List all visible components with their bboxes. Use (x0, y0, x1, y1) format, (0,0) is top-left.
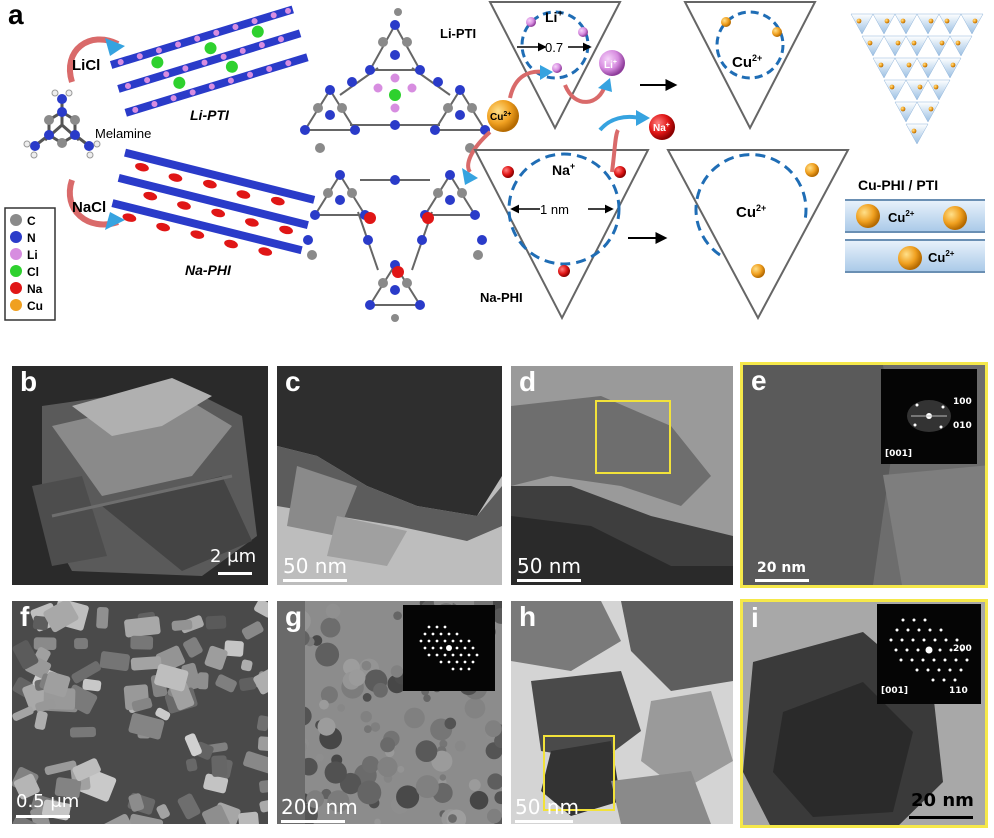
scale-bar-g (281, 820, 345, 823)
li-pti-layers (109, 5, 309, 117)
svg-text:Cu2+: Cu2+ (928, 249, 955, 265)
cu-ion-ball (487, 100, 519, 132)
legend-swatch-n (10, 231, 22, 243)
zoom-region-h (543, 735, 615, 811)
panel-b-sem: b 2 μm (12, 366, 268, 585)
panel-label-e: e (751, 365, 767, 396)
synthesis-scheme: a Melamine LiCl NaCl (4, 0, 985, 322)
svg-text:Na+: Na+ (653, 122, 670, 134)
scale-bar-e-label: 20 nm (757, 560, 806, 576)
saed-i-hkl2: 110 (949, 686, 968, 696)
saed-i-hkl1: 200 (953, 644, 972, 654)
scale-bar-e (755, 579, 809, 582)
panel-i-hrtem: 200 110 [001] i 20 nm (740, 599, 988, 828)
svg-text:Cu2+: Cu2+ (888, 209, 915, 225)
fft-inset-e: 100 010 [001] (881, 369, 977, 464)
legend-label-li: Li (27, 248, 38, 262)
na-ion-label: Na+ (552, 161, 575, 178)
panel-label-c: c (285, 366, 301, 397)
li-pti-chain-label: Li-PTI (190, 107, 230, 123)
cu-phi-triangle (666, 149, 850, 321)
legend-swatch-li (10, 248, 22, 260)
legend-swatch-cu (10, 299, 22, 311)
scale-bar-b (218, 572, 252, 575)
legend-label-c: C (27, 214, 36, 228)
legend-label-n: N (27, 231, 36, 245)
saed-inset-i: 200 110 [001] (877, 604, 981, 704)
licl-label: LiCl (72, 57, 100, 74)
cu-phi-label: Cu2+ (736, 203, 766, 221)
li-ion-label: Li+ (545, 8, 563, 25)
na-phi-struct-label: Na-PHI (480, 290, 523, 305)
li-pti-struct-label: Li-PTI (440, 26, 476, 41)
svg-text:Li+: Li+ (604, 59, 617, 71)
scale-bar-f-label: 0.5 μm (16, 791, 80, 812)
panel-label-d: d (519, 366, 537, 397)
fft-e-hkl1: 100 (953, 397, 972, 407)
panel-c-tem: c 50 nm (277, 366, 502, 585)
na-phi-triangle (473, 149, 650, 321)
legend-label-na: Na (27, 282, 43, 296)
cu-layered-product: Cu2+ Cu2+ (845, 199, 985, 273)
panel-label-b: b (20, 366, 38, 397)
scale-bar-b-label: 2 μm (210, 546, 257, 567)
panel-e-hrtem: e 100 010 [001] 20 nm (740, 362, 988, 588)
na-phi-layers (111, 148, 316, 256)
nacl-label: NaCl (72, 199, 106, 216)
cu-phi-pti-assembly (850, 13, 984, 145)
scale-bar-h-label: 50 nm (515, 795, 579, 819)
melamine-molecule (23, 89, 101, 159)
melamine-label: Melamine (95, 126, 151, 141)
legend-label-cu: Cu (27, 299, 43, 313)
scale-bar-f (16, 815, 70, 818)
legend-swatch-cl (10, 265, 22, 277)
panel-d-tem: d 50 nm (511, 366, 733, 585)
svg-text:Cu2+: Cu2+ (490, 111, 511, 123)
panel-label-f: f (20, 601, 30, 632)
panel-label-g: g (285, 601, 303, 632)
na-phi-chain-label: Na-PHI (185, 262, 232, 278)
panel-label-i: i (751, 602, 759, 633)
li-ion-ball (599, 50, 625, 76)
panel-label-h: h (519, 601, 537, 632)
legend-label-cl: Cl (27, 265, 39, 279)
distance-small-label: 0.7 (545, 40, 563, 55)
scale-bar-i (909, 816, 973, 819)
saed-i-zone: [001] (881, 686, 909, 696)
scale-bar-c-label: 50 nm (283, 554, 347, 578)
na-ion-ball (649, 114, 675, 140)
scale-bar-g-label: 200 nm (281, 795, 358, 819)
legend-swatch-na (10, 282, 22, 294)
saed-inset-g (403, 605, 495, 691)
panel-label-a: a (8, 0, 24, 30)
li-pti-structure (300, 8, 490, 153)
na-phi-structure (303, 170, 487, 322)
scale-bar-h (515, 820, 573, 823)
fft-e-zone: [001] (885, 449, 913, 459)
scale-bar-d-label: 50 nm (517, 554, 581, 578)
product-title: Cu-PHI / PTI (858, 177, 938, 193)
cu-pti-label: Cu2+ (732, 53, 762, 71)
scale-bar-d (517, 579, 581, 582)
fft-e-hkl2: 010 (953, 421, 972, 431)
zoom-region-d (595, 400, 671, 474)
panel-g-tem: g 200 nm (277, 601, 502, 824)
panel-h-tem: h 50 nm (511, 601, 733, 824)
scale-bar-i-label: 20 nm (911, 790, 974, 811)
distance-large-label: 1 nm (540, 202, 569, 217)
scale-bar-c (283, 579, 347, 582)
panel-f-sem: f 0.5 μm (12, 601, 268, 824)
legend-swatch-c (10, 214, 22, 226)
